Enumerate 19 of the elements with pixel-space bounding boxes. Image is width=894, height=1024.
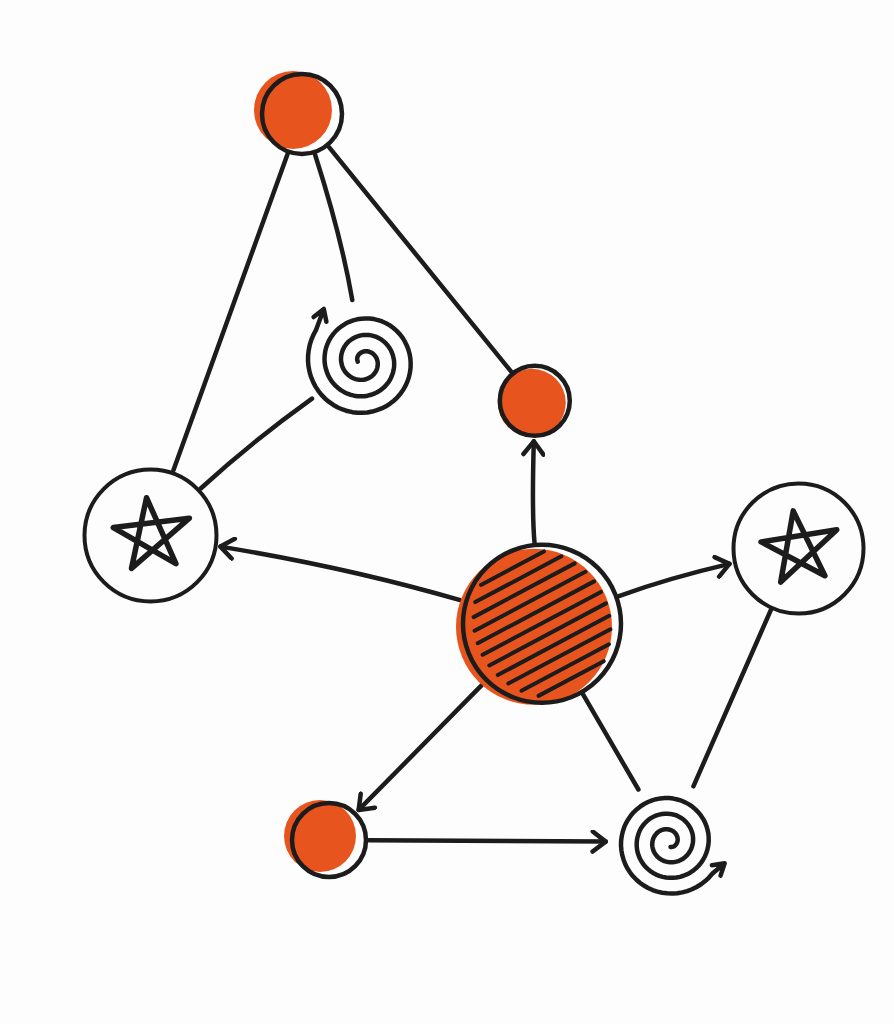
spiral-drawing xyxy=(618,795,728,897)
connector-line xyxy=(312,152,355,303)
star-circle xyxy=(730,480,866,616)
filled-circle xyxy=(497,363,573,439)
connector-line xyxy=(691,607,774,789)
star-circle xyxy=(81,466,219,604)
arrow xyxy=(521,439,546,545)
spiral-drawing xyxy=(304,306,414,417)
arrow xyxy=(218,536,463,603)
filled-circle xyxy=(284,800,369,880)
connector-line xyxy=(198,396,315,491)
connector-line xyxy=(326,144,514,374)
connector-line xyxy=(171,152,290,473)
hatched-circle xyxy=(456,542,624,706)
connector-line xyxy=(580,692,641,792)
arrow xyxy=(366,829,608,854)
arrow xyxy=(616,554,732,599)
filled-circle xyxy=(254,71,345,157)
arrow xyxy=(356,683,484,813)
